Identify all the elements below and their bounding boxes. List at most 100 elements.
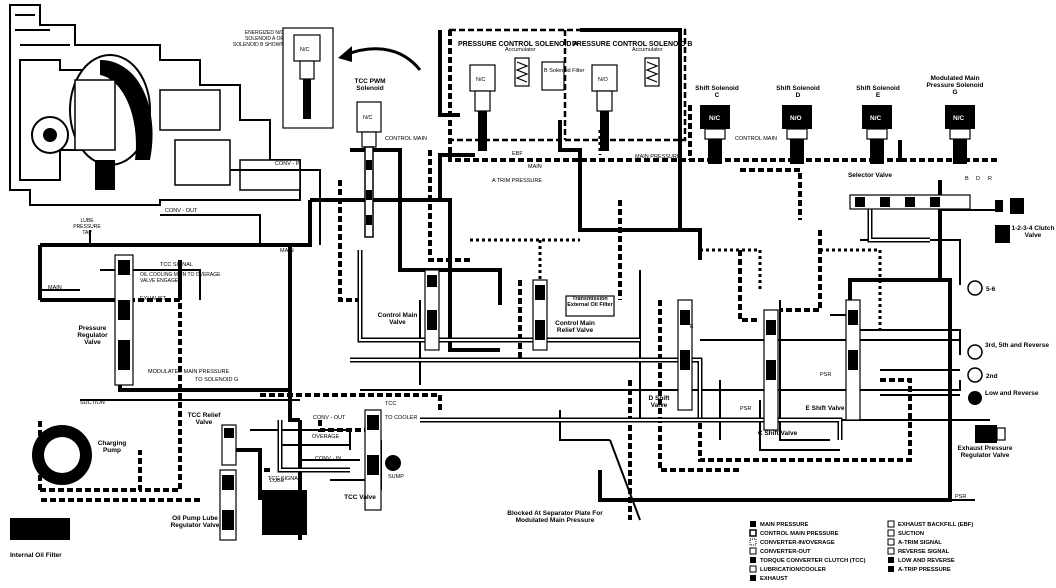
- legend-left-5: LUBRICATION/COOLER: [760, 567, 827, 573]
- label-sump: SUMP: [388, 474, 404, 480]
- label-a-trim: A TRIM PRESSURE: [492, 178, 542, 184]
- label-psr-1: PSR: [820, 372, 831, 378]
- output-56-label: 5-6: [986, 286, 996, 293]
- accumulator-a-label: Accumulator: [505, 47, 536, 53]
- callout-nc: N/C: [300, 47, 310, 53]
- blocked-note: Blocked At Separator Plate For Modulated…: [507, 510, 603, 524]
- transmission-cutaway: [9, 4, 301, 206]
- port-b: B: [965, 176, 969, 182]
- pc-a-label-1: PRESSURE CONTROL SOLENOID A: [458, 41, 578, 48]
- d-shift-valve: D Shift Valve: [648, 299, 693, 411]
- label-modulated: MODULATED MAIN PRESSURE: [148, 369, 230, 375]
- label-e: E: [690, 324, 694, 330]
- label-overage: OVERAGE: [312, 434, 340, 440]
- label-psr-3: PSR: [740, 406, 751, 412]
- legend-right-3: REVERSE SIGNAL: [898, 549, 950, 555]
- shift-d-no: N/O: [790, 115, 802, 122]
- output-56-circle: [967, 280, 983, 296]
- e-shift-valve: E Shift Valve: [805, 299, 861, 421]
- label-suction: SUCTION: [80, 400, 105, 406]
- label-control-main-1: CONTROL MAIN: [385, 136, 427, 142]
- label-ebf: EBF: [512, 151, 523, 157]
- relief-valve-label: Control Main Relief Valve: [555, 320, 595, 334]
- c-shift-valve: C Shift Valve: [757, 309, 798, 437]
- ext-filter-label: Transmission External Oil Filter: [567, 296, 613, 308]
- output-3rd-label: 3rd, 5th and Reverse: [985, 342, 1049, 349]
- shift-e-label: Shift Solenoid E: [856, 85, 900, 99]
- label-lube-tap: LUBE PRESSURE TAP: [73, 218, 101, 236]
- label-conv-out-2: CONV - OUT: [313, 415, 346, 421]
- legend-left-0: MAIN PRESSURE: [760, 522, 808, 528]
- tcc-relief-valve: TCC Relief Valve: [187, 412, 237, 466]
- port-d: D: [976, 176, 980, 182]
- label-conv-in: CONV - IN: [275, 161, 301, 167]
- port-r: R: [988, 176, 992, 182]
- control-main-valve: Control Main Valve: [378, 269, 440, 351]
- label-exhaust: EXHAUST: [140, 296, 167, 302]
- selector-valve: Selector Valve B D R: [848, 172, 1024, 243]
- legend-left-2: CONVERTER-IN/OVERAGE: [760, 540, 835, 546]
- legend-left-3: CONVERTER-OUT: [760, 549, 811, 555]
- label-to-cooler: TO COOLER: [385, 415, 417, 421]
- legend: MAIN PRESSURE CONTROL MAIN PRESSURE CONV…: [749, 520, 973, 582]
- c-shift-label: C Shift Valve: [757, 430, 798, 437]
- shift-c-label: Shift Solenoid C: [695, 85, 739, 99]
- d-shift-label: D Shift Valve: [648, 395, 670, 409]
- exhaust-reg-label: Exhaust Pressure Regulator Valve: [957, 445, 1013, 459]
- internal-filter-label: Internal Oil Filter: [10, 552, 62, 559]
- tcc-valve-label: TCC Valve: [344, 494, 376, 501]
- output-low-circle: [968, 391, 982, 405]
- label-conv-out: CONV - OUT: [165, 208, 198, 214]
- tcc-valve: TCC Valve: [344, 409, 401, 511]
- thin-lines: [40, 169, 1000, 521]
- shift-solenoid-d: Shift Solenoid D N/O: [776, 85, 820, 164]
- tcc-pwm-label: TCC PWM Solenoid: [354, 78, 386, 92]
- legend-left-1: CONTROL MAIN PRESSURE: [760, 531, 839, 537]
- mod-main-nc: N/C: [953, 115, 965, 122]
- legend-right-2: A-TRIM SIGNAL: [898, 540, 942, 546]
- pc-b-label: PRESSURE CONTROL SOLENOID B: [572, 41, 692, 48]
- charging-pump-label: Charging Pump: [97, 440, 127, 454]
- e-shift-label: E Shift Valve: [805, 405, 845, 412]
- pressure-control-solenoid-b: PRESSURE CONTROL SOLENOID B N/O Accumula…: [572, 41, 692, 151]
- label-conv-in-2: CONV - IN: [315, 456, 341, 462]
- tcc-pwm-solenoid: TCC PWM Solenoid N/C: [354, 78, 386, 238]
- pressure-reg-label: Pressure Regulator Valve: [77, 325, 108, 346]
- shift-e-nc: N/C: [870, 115, 882, 122]
- label-tcc: TCC: [385, 401, 396, 407]
- legend-left-6: EXHAUST: [760, 576, 788, 582]
- circuit-labels: CONTROL MAIN CONTROL MAIN EBF MAIN MAIN …: [48, 136, 966, 500]
- exhaust-pressure-regulator: Exhaust Pressure Regulator Valve: [957, 425, 1013, 459]
- clutch-valve-label: 1-2-3-4 Clutch Valve: [1011, 225, 1055, 239]
- pc-b-no-label: N/O: [598, 77, 609, 83]
- label-main-pressure: MAIN PRESSURE: [635, 154, 681, 160]
- legend-right-0: EXHAUST BACKFILL (EBF): [898, 522, 973, 528]
- output-low-label: Low and Reverse: [985, 390, 1039, 397]
- charging-pump: Charging Pump: [32, 425, 127, 485]
- modulated-main-solenoid-g: Modulated Main Pressure Solenoid G N/C: [926, 75, 984, 164]
- oil-pump-lube-regulator: Oil Pump Lube Regulator Valve: [171, 469, 307, 541]
- label-control-main-2: CONTROL MAIN: [735, 136, 777, 142]
- tcc-pwm-nc: N/C: [363, 115, 373, 121]
- label-main-2: MAIN: [280, 248, 294, 254]
- label-oil-cooling: OIL COOLING MAIN TO OVERAGE VALVE ENGAGE: [140, 272, 221, 284]
- pressure-regulator-valve: Pressure Regulator Valve: [77, 254, 134, 386]
- label-tcc-signal-2: TCC SIGNAL: [268, 476, 301, 482]
- label-lube: LUBE: [270, 478, 285, 484]
- label-psr-2: PSR: [955, 494, 966, 500]
- output-2nd-circle: [967, 367, 983, 383]
- accumulator-b-label: Accumulator: [632, 47, 663, 53]
- pressure-control-solenoid-a: PRESSURE CONTROL SOLENOID A N/C Accumula…: [458, 41, 585, 151]
- pc-a-nc-label: N/C: [476, 77, 486, 83]
- tcc-relief-label: TCC Relief Valve: [187, 412, 221, 426]
- internal-oil-filter: Internal Oil Filter: [10, 518, 70, 559]
- shift-d-label: Shift Solenoid D: [776, 85, 820, 99]
- shift-solenoid-e: Shift Solenoid E N/C: [856, 85, 900, 164]
- shift-solenoids: Shift Solenoid C N/C Shift Solenoid D N/…: [695, 75, 984, 164]
- energized-callout: N/C ENERGIZED N/C SOLENOID A OR SOLENOID…: [233, 27, 422, 129]
- clutch-outputs: 5-6 3rd, 5th and Reverse 2nd Low and Rev…: [967, 280, 1049, 405]
- label-to-solenoid-g: TO SOLENOID G: [195, 377, 238, 383]
- legend-right-1: SUCTION: [898, 531, 924, 537]
- label-main-3: MAIN: [48, 285, 62, 291]
